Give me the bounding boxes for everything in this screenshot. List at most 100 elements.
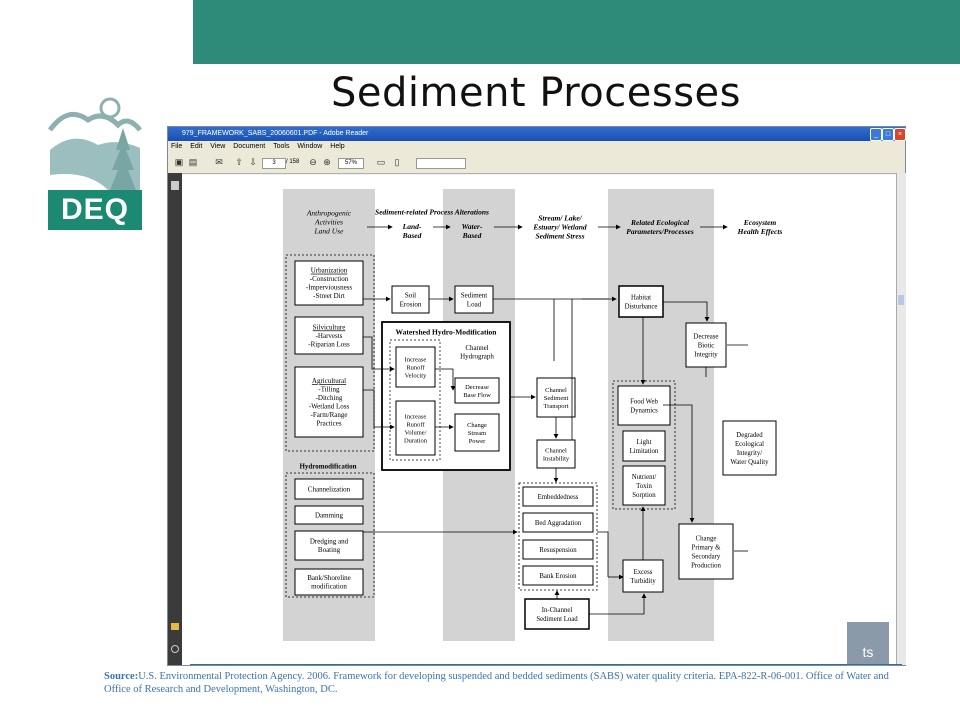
menu-tools[interactable]: Tools [273, 143, 290, 150]
menu-document[interactable]: Document [233, 143, 266, 150]
increase-runoff-velocity [395, 346, 436, 388]
zoom-in-icon[interactable]: ⊕ [323, 157, 331, 167]
hydromod-dredging [294, 530, 364, 561]
land-use-urbanization [294, 260, 364, 306]
minimize-button[interactable]: _ [870, 128, 882, 141]
window-title: 979_FRAMEWORK_SABS_20060601.PDF - Adobe … [182, 130, 369, 137]
line-stress-turbidity [597, 531, 609, 577]
increase-runoff-velocity-line: Velocity [405, 372, 427, 379]
habitat-disturbance-line: Habitat [631, 294, 651, 301]
excess-turbidity [622, 559, 664, 593]
land-use-agricultural-line: -Tilling [318, 386, 340, 394]
hydromod-channelization-line: Channelization [308, 485, 351, 493]
fit-page-icon[interactable]: ▭ [376, 157, 386, 167]
change-stream-power [454, 413, 500, 452]
increase-runoff-volume [395, 400, 436, 456]
zoom-out-icon[interactable]: ⊖ [309, 157, 317, 167]
stress-embeddedness-line: Embeddedness [538, 494, 579, 501]
hydromod-bank-shoreline-line: modification [311, 583, 347, 591]
eco-food-web-line: Food Web [630, 398, 658, 405]
degraded-ecological-integrity [722, 420, 777, 476]
page-number-input[interactable]: 3 [262, 158, 286, 169]
change-production [678, 523, 734, 580]
maximize-button[interactable]: □ [882, 128, 894, 141]
arrow-silvi-velocity [363, 336, 395, 372]
eco-nutrient-sorption [622, 465, 666, 506]
eco-food-web [617, 385, 671, 426]
hydromod-bank-shoreline [294, 568, 364, 596]
find-input[interactable] [416, 158, 466, 169]
fit-width-icon[interactable]: ▯ [394, 157, 400, 167]
degraded-ecological-integrity-line: Integrity/ [737, 450, 762, 457]
print-icon[interactable]: ▤ [188, 157, 198, 167]
next-page-icon[interactable]: ⇩ [249, 157, 257, 167]
deq-logo [48, 97, 142, 190]
land-use-urbanization-line: -Street Dirt [313, 292, 345, 300]
pages-icon[interactable] [171, 181, 179, 190]
change-production-line: Change [696, 535, 717, 542]
menu-window[interactable]: Window [297, 143, 323, 150]
eco-light-limitation-line: Light [637, 439, 652, 446]
channel-sediment-transport-line: Sediment [544, 395, 569, 402]
in-channel-sediment-load-line: In-Channel [542, 607, 573, 614]
sediment-load-box-line: Load [467, 300, 482, 308]
corner-badge: ts [847, 622, 889, 666]
scroll-thumb[interactable] [898, 295, 904, 305]
land-use-agricultural-line: Agricultural [312, 377, 346, 385]
header-process-alterations-line: Sediment-related Process Alterations [375, 208, 489, 217]
land-use-silviculture-line: -Riparian Loss [308, 340, 350, 348]
hydromod-group [285, 472, 375, 598]
header-sediment-stress-line: Stream/ Lake/ [538, 214, 582, 223]
menu-file[interactable]: File [171, 143, 183, 150]
land-use-urbanization-line: -Imperviousness [306, 284, 353, 292]
eco-nutrient-sorption-line: Nutrient/ [632, 474, 657, 481]
navigation-sidebar [168, 173, 182, 665]
change-production-line: Primary & [692, 544, 722, 551]
in-channel-sediment-load [524, 598, 590, 630]
menu-help[interactable]: Help [330, 143, 345, 150]
attachments-icon[interactable] [171, 623, 179, 630]
increase-runoff-volume-line: Runoff [406, 421, 425, 428]
eco-food-web-line: Dynamics [630, 407, 658, 414]
runoff-group [389, 339, 441, 461]
email-icon[interactable]: ✉ [215, 157, 223, 167]
channel-sediment-transport [536, 377, 576, 418]
arrow-habitat-biotic [663, 301, 710, 322]
stress-bank-erosion [522, 565, 594, 586]
hydromod-channelization [294, 478, 364, 500]
arrow-agri-volume [363, 389, 395, 430]
vertical-scrollbar[interactable] [896, 173, 906, 665]
land-use-agricultural [294, 366, 364, 438]
arrow-load-turbidity [589, 593, 647, 615]
habitat-disturbance [618, 285, 664, 318]
increase-runoff-volume-line: Volume/ [405, 429, 427, 436]
header-sediment-stress-line: Sediment Stress [536, 232, 585, 241]
eco-nutrient-sorption-line: Toxin [636, 483, 652, 490]
increase-runoff-velocity-line: Runoff [406, 364, 425, 371]
hydromodification-header-line: Hydromodification [299, 462, 356, 470]
decrease-base-flow [454, 377, 500, 404]
previous-page-icon[interactable]: ⇧ [235, 157, 243, 167]
close-button[interactable]: × [894, 128, 906, 141]
save-icon[interactable]: ▣ [174, 157, 184, 167]
channel-hydrograph-label-line: Hydrograph [460, 353, 494, 361]
decrease-base-flow-line: Decrease [465, 384, 489, 391]
header-water-based-line: Water- [462, 222, 483, 231]
header-health-effects-line: Ecosystem [743, 218, 777, 227]
header-water-based-line: Based [462, 231, 482, 240]
channel-instability-line: Channel [545, 447, 567, 454]
zoom-select[interactable]: 57% [338, 158, 364, 169]
comments-icon[interactable] [171, 645, 179, 653]
menu-edit[interactable]: Edit [190, 143, 203, 150]
menu-view[interactable]: View [210, 143, 226, 150]
land-use-silviculture-line: Silviculture [313, 323, 346, 331]
header-health-effects-line: Health Effects [737, 227, 783, 236]
logo-text: DEQ [48, 190, 142, 230]
reader-window: 979_FRAMEWORK_SABS_20060601.PDF - Adobe … [167, 126, 906, 666]
channel-hydrograph-label-line: Channel [465, 344, 488, 352]
eco-light-limitation [622, 430, 666, 462]
header-activities-line: Activities [314, 218, 343, 227]
land-use-silviculture-line: -Harvests [316, 332, 343, 340]
habitat-disturbance-line: Disturbance [625, 303, 658, 310]
window-titlebar: 979_FRAMEWORK_SABS_20060601.PDF - Adobe … [168, 127, 906, 141]
